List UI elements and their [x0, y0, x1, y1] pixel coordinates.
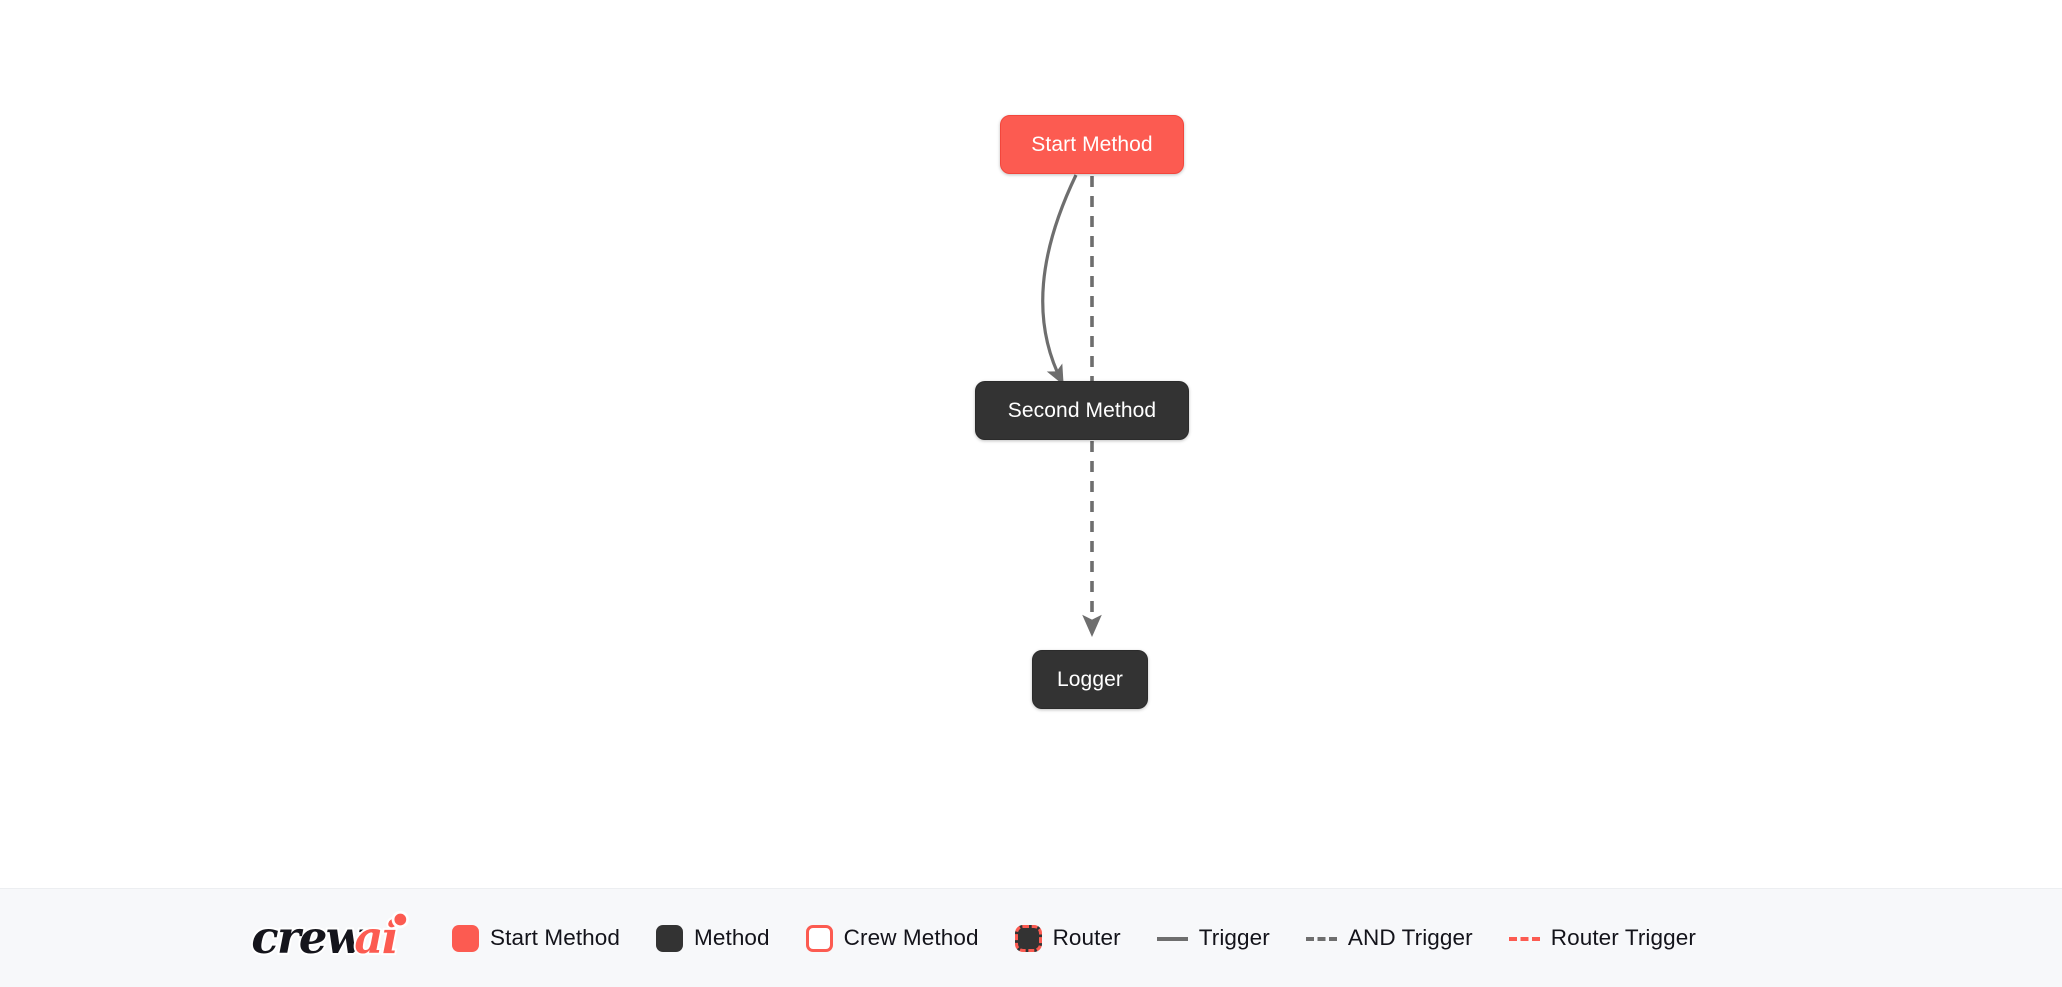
crew-method-swatch-icon: [805, 924, 833, 952]
legend-item-crew-method: Crew Method: [805, 924, 979, 952]
legend-item-label: Crew Method: [843, 925, 979, 950]
legend-item-router: Router: [1014, 924, 1121, 952]
flow-node-label: Second Method: [1007, 398, 1157, 422]
legend-item-trigger: Trigger: [1156, 925, 1270, 951]
and-trigger-line-icon: [1305, 937, 1337, 941]
crewai-logo-primary-text: crew: [251, 911, 365, 964]
legend-item-label: Method: [694, 925, 770, 950]
flow-node-start-method[interactable]: Start Method: [1000, 115, 1184, 174]
flow-node-label: Start Method: [1031, 132, 1153, 156]
legend-item-method: Method: [656, 924, 770, 952]
edge-layer: [1041, 174, 1102, 638]
flow-diagram-canvas[interactable]: Start Method Second Method Logger: [0, 0, 2062, 888]
legend-bar: crew ai Start Method Method Crew Method …: [0, 888, 2062, 987]
edge-start-to-second-trigger: [1041, 174, 1078, 386]
legend-item-label: AND Trigger: [1347, 925, 1473, 950]
method-swatch-icon: [656, 924, 684, 952]
trigger-line-icon: [1156, 937, 1188, 941]
flow-node-label: Logger: [1057, 667, 1123, 691]
legend-item-label: Router: [1052, 925, 1121, 950]
crewai-logo: crew ai: [249, 909, 410, 966]
legend-item-and-trigger: AND Trigger: [1305, 925, 1473, 951]
router-swatch-icon: [1014, 924, 1042, 952]
crewai-logo-accent-text: ai: [354, 911, 397, 964]
legend-item-label: Trigger: [1198, 925, 1270, 950]
legend-item-label: Start Method: [490, 925, 621, 950]
legend-item-router-trigger: Router Trigger: [1508, 925, 1696, 951]
legend-item-start-method: Start Method: [452, 924, 621, 952]
legend-item-label: Router Trigger: [1550, 925, 1696, 950]
start-method-swatch-icon: [452, 924, 479, 952]
flow-node-second-method[interactable]: Second Method: [975, 381, 1189, 440]
router-trigger-line-icon: [1508, 937, 1540, 941]
crewai-logo-dot-icon: [391, 910, 410, 929]
flow-node-logger[interactable]: Logger: [1032, 650, 1148, 709]
